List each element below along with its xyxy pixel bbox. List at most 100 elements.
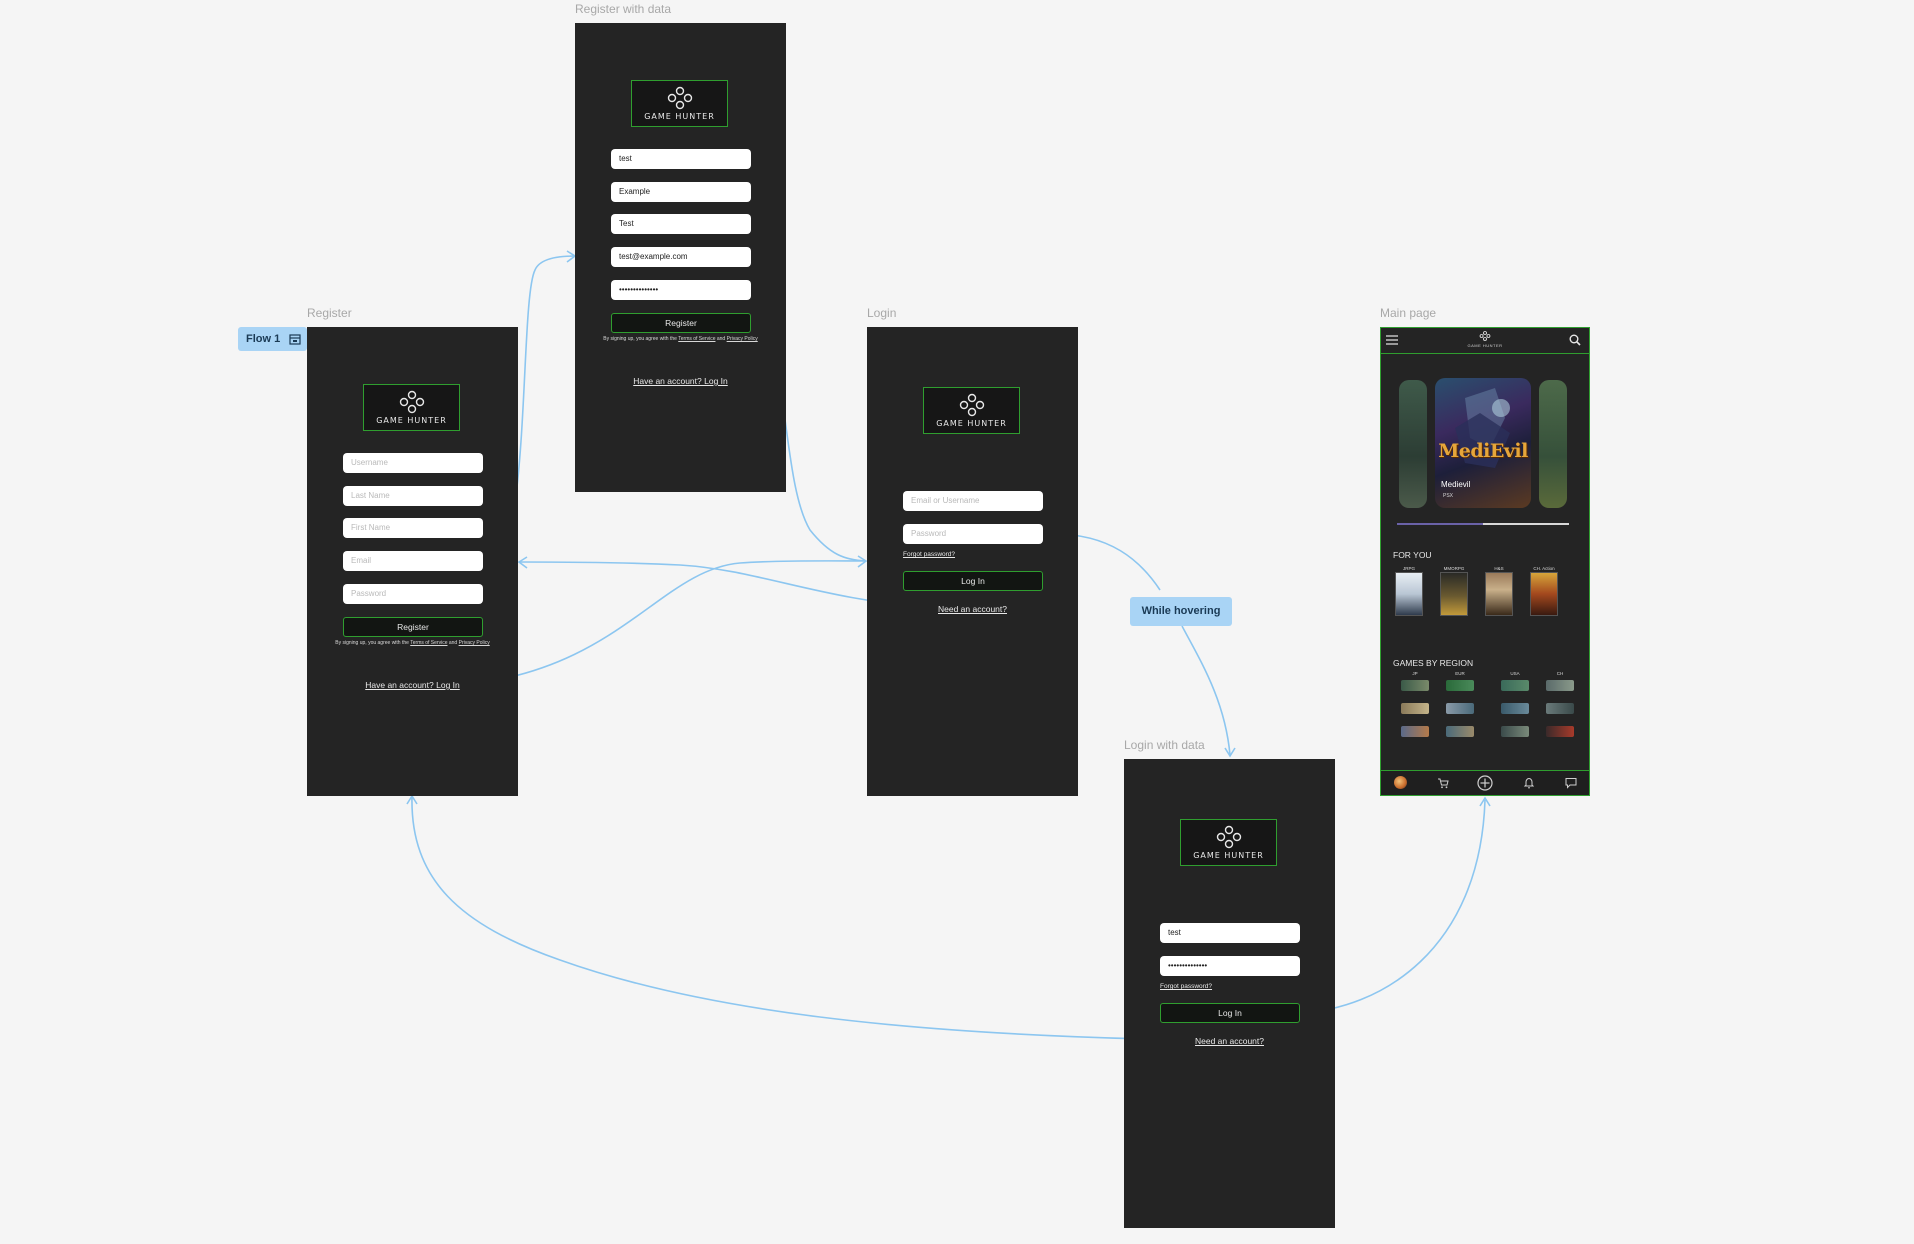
region-game-thumb[interactable]: [1546, 680, 1574, 691]
connector-arrowhead: [406, 794, 418, 805]
carousel-progress-active: [1397, 523, 1483, 525]
gamepad-dpad-icon: [399, 390, 425, 414]
gamepad-dpad-icon: [959, 393, 985, 417]
region-game-thumb[interactable]: [1501, 726, 1529, 737]
first-name-field[interactable]: First Name: [343, 518, 483, 538]
login-frame: GAME HUNTER Email or Username Password F…: [867, 327, 1078, 796]
region-game-thumb[interactable]: [1446, 680, 1474, 691]
username-field[interactable]: test: [611, 149, 751, 169]
frame-label-main: Main page: [1380, 306, 1437, 320]
while-hovering-tag: While hovering: [1130, 597, 1232, 626]
region-label: EUR: [1455, 671, 1465, 676]
gamepad-dpad-icon: [667, 86, 693, 110]
featured-game-platform: PSX: [1443, 493, 1454, 499]
email-field[interactable]: Email: [343, 551, 483, 571]
game-cover-jrpg[interactable]: [1395, 572, 1423, 616]
game-cover-mmorpg[interactable]: [1440, 572, 1468, 616]
flow-start-tag[interactable]: Flow 1: [238, 327, 307, 351]
register-frame: GAME HUNTER Username Last Name First Nam…: [307, 327, 518, 796]
login-button[interactable]: Log In: [1160, 1003, 1300, 1023]
avatar[interactable]: [1394, 776, 1407, 789]
email-or-username-field[interactable]: Email or Username: [903, 491, 1043, 511]
region-game-thumb[interactable]: [1501, 680, 1529, 691]
last-name-field[interactable]: Last Name: [343, 486, 483, 506]
game-cover-action[interactable]: [1530, 572, 1558, 616]
play-frame-icon: [289, 334, 301, 345]
forgot-password-link[interactable]: Forgot password?: [903, 551, 956, 558]
connector-register-link-to-login: [461, 560, 867, 686]
connector-login-to-register: [519, 561, 936, 609]
first-name-field[interactable]: Test: [611, 214, 751, 234]
hamburger-menu-icon[interactable]: [1386, 335, 1398, 345]
for-you-label: MMORPG: [1443, 566, 1465, 571]
register-data-frame: GAME HUNTER test Example Test test@examp…: [575, 23, 786, 492]
carousel-side-card-right[interactable]: [1539, 380, 1567, 508]
connector-arrowhead: [857, 555, 868, 568]
logo-text: GAME HUNTER: [1193, 851, 1264, 860]
games-by-region-title: GAMES BY REGION: [1393, 658, 1474, 668]
terms-and: and: [448, 640, 458, 646]
bottom-nav: [1381, 770, 1589, 795]
terms-text: By signing up, you agree with the Terms …: [307, 640, 518, 646]
last-name-field[interactable]: Example: [611, 182, 751, 202]
featured-game-caption: Medievil: [1441, 480, 1471, 489]
region-game-thumb[interactable]: [1446, 703, 1474, 714]
game-hunter-logo: GAME HUNTER: [631, 80, 728, 127]
game-hunter-logo: GAME HUNTER: [923, 387, 1020, 434]
gamepad-dpad-icon: [1479, 331, 1491, 341]
password-field[interactable]: Password: [343, 584, 483, 604]
region-label: JP: [1412, 671, 1418, 676]
game-hunter-logo: GAME HUNTER: [1180, 819, 1277, 866]
forgot-password-link[interactable]: Forgot password?: [1160, 983, 1213, 990]
logo-text: GAME HUNTER: [376, 416, 447, 425]
featured-game-card[interactable]: MediEvil Medievil PSX: [1435, 378, 1531, 508]
frame-label-login-data: Login with data: [1124, 738, 1205, 752]
region-game-thumb[interactable]: [1546, 726, 1574, 737]
region-game-thumb[interactable]: [1501, 703, 1529, 714]
password-field[interactable]: Password: [903, 524, 1043, 544]
game-cover-hns[interactable]: [1485, 572, 1513, 616]
email-or-username-field[interactable]: test: [1160, 923, 1300, 943]
region-game-thumb[interactable]: [1401, 680, 1429, 691]
logo-text: GAME HUNTER: [644, 112, 715, 121]
frame-label-register: Register: [307, 306, 352, 320]
need-account-link[interactable]: Need an account?: [938, 604, 1007, 614]
terms-text: By signing up, you agree with the Terms …: [575, 336, 786, 342]
bell-icon[interactable]: [1524, 777, 1534, 789]
connector-arrowhead: [517, 556, 528, 569]
featured-game-logo: MediEvil: [1438, 440, 1528, 462]
region-game-thumb[interactable]: [1401, 703, 1429, 714]
password-field[interactable]: ••••••••••••••: [1160, 956, 1300, 976]
password-field[interactable]: ••••••••••••••: [611, 280, 751, 300]
need-account-link[interactable]: Need an account?: [1195, 1036, 1264, 1046]
region-game-thumb[interactable]: [1446, 726, 1474, 737]
login-button[interactable]: Log In: [903, 571, 1043, 591]
gamepad-dpad-icon: [1216, 825, 1242, 849]
terms-and: and: [716, 336, 726, 342]
privacy-policy-link[interactable]: Privacy Policy: [458, 640, 490, 646]
for-you-label: H&S: [1494, 566, 1504, 571]
connector-arrowhead: [1224, 747, 1236, 758]
cart-icon[interactable]: [1437, 777, 1449, 789]
username-field[interactable]: Username: [343, 453, 483, 473]
carousel-side-card-left[interactable]: [1399, 380, 1427, 508]
chat-icon[interactable]: [1565, 777, 1577, 789]
frame-label-register-data: Register with data: [575, 2, 672, 16]
email-field[interactable]: test@example.com: [611, 247, 751, 267]
connector-login-data-to-register: [411, 795, 1193, 1041]
connector-login-to-login-data: [1053, 533, 1231, 756]
for-you-label: JRPG: [1402, 566, 1415, 571]
terms-of-service-link[interactable]: Terms of Service: [678, 336, 716, 342]
add-icon[interactable]: [1477, 775, 1493, 791]
privacy-policy-link[interactable]: Privacy Policy: [726, 336, 758, 342]
for-you-title: FOR YOU: [1393, 550, 1432, 560]
search-icon[interactable]: [1569, 334, 1581, 346]
terms-of-service-link[interactable]: Terms of Service: [410, 640, 448, 646]
login-link[interactable]: Have an account? Log In: [633, 376, 728, 386]
register-button[interactable]: Register: [611, 313, 751, 333]
login-link[interactable]: Have an account? Log In: [365, 680, 460, 690]
region-game-thumb[interactable]: [1401, 726, 1429, 737]
region-game-thumb[interactable]: [1546, 703, 1574, 714]
region-label: CH: [1556, 671, 1564, 676]
register-button[interactable]: Register: [343, 617, 483, 637]
